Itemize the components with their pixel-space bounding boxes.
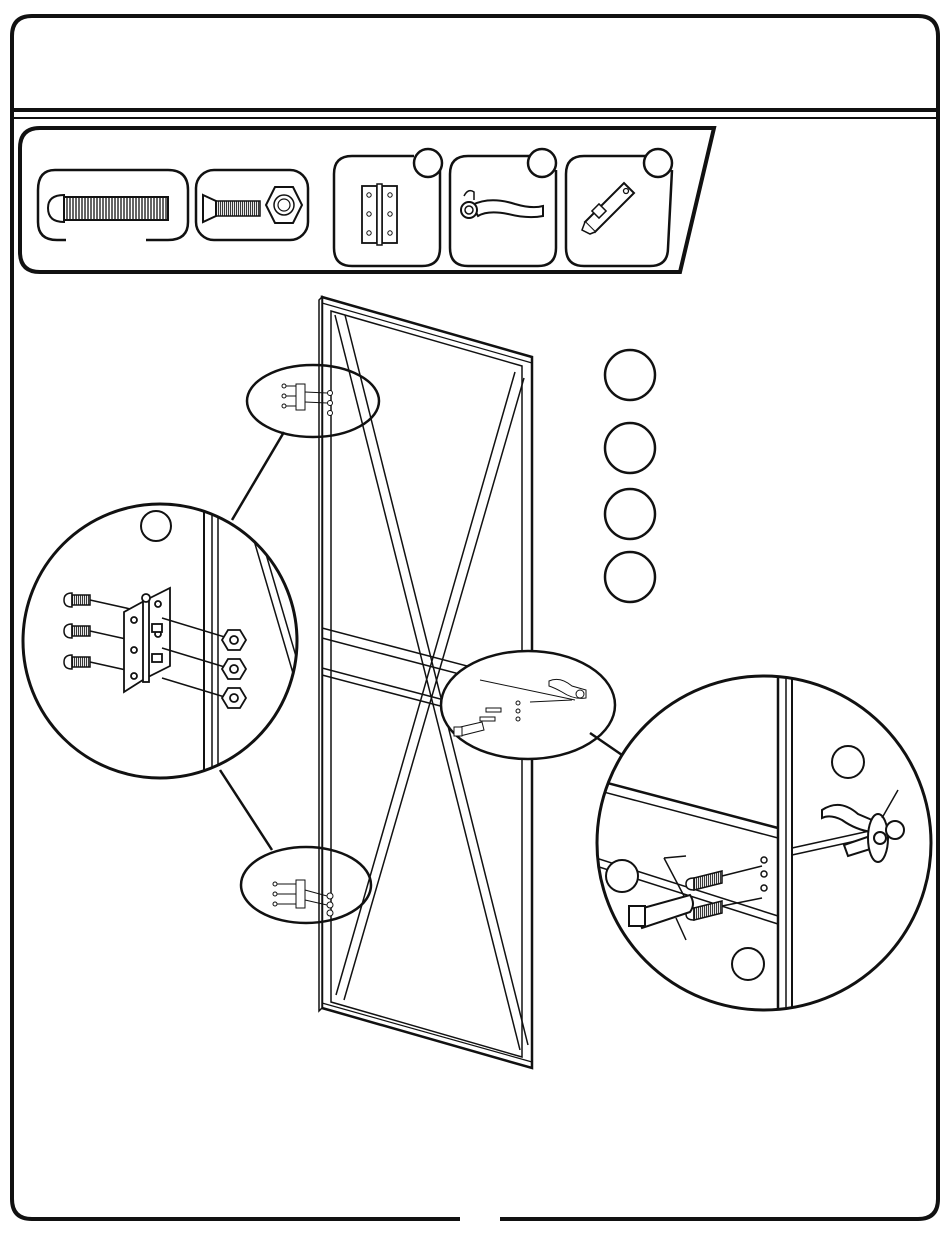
screw-with-nut-box [196,170,308,240]
flat-screw-icon [203,195,260,222]
latch-bracket-icon [582,183,634,234]
handle-callout-circle [528,149,556,177]
latch-detail-circle [596,670,931,1015]
right-detail-callout-top-circle [832,746,864,778]
hex-nut-icon [222,630,246,708]
hardware-strip [20,128,714,272]
right-detail-callout-bottom-circle [732,948,764,980]
step-callout-2 [605,423,655,473]
step-callout-3 [605,489,655,539]
hinge-box [334,149,442,266]
hinge-detail-circle [23,500,300,780]
hinge-icon [362,184,397,245]
handle-box [450,149,556,266]
machine-screw-box [38,170,188,240]
hex-nut-icon [266,187,302,223]
right-detail-callout-left-circle [606,860,638,892]
step-callouts [605,350,655,602]
latch-callout-circle [644,149,672,177]
machine-screw-icon [48,195,168,222]
handle-icon [461,191,543,218]
step-callout-4 [605,552,655,602]
left-detail-callout-circle [141,511,171,541]
latch-zoom-ellipse [441,651,615,759]
latch-bracket-box [566,149,672,266]
hinge-callout-circle [414,149,442,177]
step-callout-1 [605,350,655,400]
